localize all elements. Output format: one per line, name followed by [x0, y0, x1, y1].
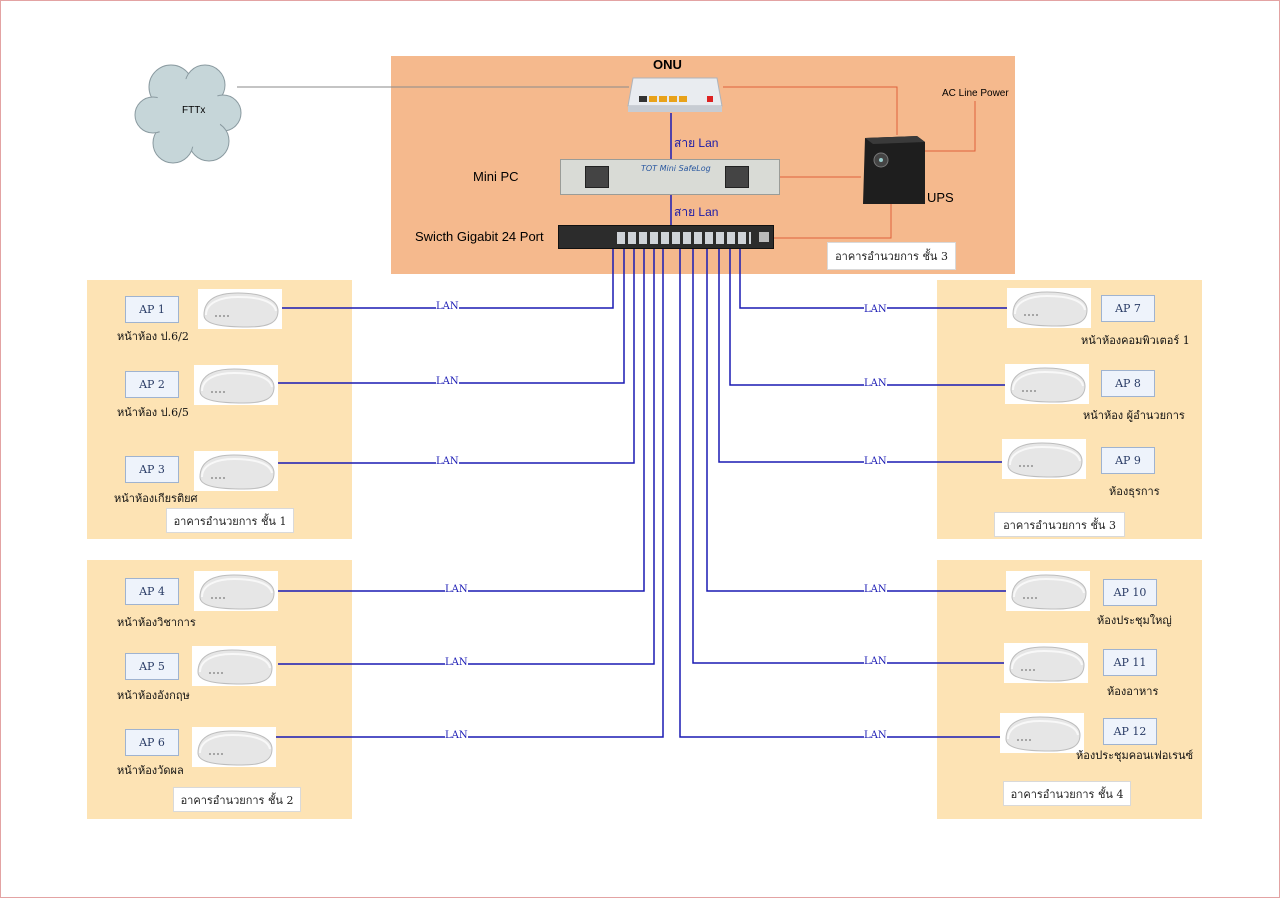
lan-cables-right — [679, 245, 1007, 738]
floor-1-caption: อาคารอำนวยการ ชั้น 1 — [166, 508, 294, 533]
mini-pc-panel-text: TOT Mini SafeLog — [641, 164, 711, 173]
onu-label: ONU — [653, 57, 682, 72]
access-point-12-room: ห้องประชุมคอนเฟอเรนซ์ — [1076, 749, 1194, 762]
access-point-8-room: หน้าห้อง ผู้อำนวยการ — [1083, 409, 1185, 422]
onu-device-icon — [627, 77, 723, 112]
access-point-2-label: AP 2 — [125, 371, 179, 398]
access-point-6-room: หน้าห้องวัดผล — [117, 764, 184, 777]
access-point-11-label: AP 11 — [1103, 649, 1157, 676]
access-point-10-icon — [1006, 571, 1090, 611]
access-point-4-icon — [194, 571, 278, 611]
ups-device-icon — [863, 136, 925, 204]
lan-label-ap9: LAN — [864, 456, 887, 467]
access-point-6-icon — [192, 727, 276, 767]
lan-label-ap4: LAN — [445, 584, 468, 595]
switch-device-icon — [558, 225, 774, 249]
lan-label-ap11: LAN — [864, 656, 887, 667]
access-point-2-icon — [194, 365, 278, 405]
access-point-4-label: AP 4 — [125, 578, 179, 605]
lan-label-ap7: LAN — [864, 304, 887, 315]
access-point-10-label: AP 10 — [1103, 579, 1157, 606]
mini-pc-label: Mini PC — [473, 169, 519, 184]
lan-label-ap2: LAN — [436, 376, 459, 387]
access-point-3-icon — [194, 451, 278, 491]
access-point-5-label: AP 5 — [125, 653, 179, 680]
access-point-1-icon — [198, 289, 282, 329]
lan-label-ap8: LAN — [864, 378, 887, 389]
server-floor-caption: อาคารอำนวยการ ชั้น 3 — [827, 242, 956, 270]
access-point-3-label: AP 3 — [125, 456, 179, 483]
access-point-7-label: AP 7 — [1101, 295, 1155, 322]
lan-label-ap6: LAN — [445, 730, 468, 741]
lan-label-ap12: LAN — [864, 730, 887, 741]
access-point-9-label: AP 9 — [1101, 447, 1155, 474]
lan-label-ap3: LAN — [436, 456, 459, 467]
mini-pc-device-icon: TOT Mini SafeLog — [560, 159, 780, 195]
access-point-5-room: หน้าห้องอังกฤษ — [117, 689, 190, 702]
power-cables — [723, 86, 976, 239]
switch-label: Swicth Gigabit 24 Port — [415, 229, 544, 244]
floor-3-caption: อาคารอำนวยการ ชั้น 3 — [994, 512, 1125, 537]
floor-2-caption: อาคารอำนวยการ ชั้น 2 — [173, 787, 301, 812]
lan-cables-left — [275, 245, 664, 738]
ac-power-label: AC Line Power — [942, 88, 1009, 99]
access-point-4-room: หน้าห้องวิชาการ — [117, 616, 196, 629]
access-point-7-icon — [1007, 288, 1091, 328]
lan-label-ap1: LAN — [436, 301, 459, 312]
fttx-label: FTTx — [182, 105, 206, 116]
access-point-5-icon — [192, 646, 276, 686]
fttx-cloud-icon — [134, 64, 242, 164]
access-point-10-room: ห้องประชุมใหญ่ — [1097, 614, 1172, 627]
access-point-6-label: AP 6 — [125, 729, 179, 756]
access-point-12-label: AP 12 — [1103, 718, 1157, 745]
access-point-9-room: ห้องธุรการ — [1109, 485, 1160, 498]
access-point-3-room: หน้าห้องเกียรติยศ — [114, 492, 198, 505]
ups-label: UPS — [927, 190, 954, 205]
access-point-8-icon — [1005, 364, 1089, 404]
lan-label-ap5: LAN — [445, 657, 468, 668]
access-point-2-room: หน้าห้อง ป.6/5 — [117, 406, 189, 419]
lan-label-ap10: LAN — [864, 584, 887, 595]
access-point-9-icon — [1002, 439, 1086, 479]
access-point-7-room: หน้าห้องคอมพิวเตอร์ 1 — [1081, 334, 1190, 347]
access-point-1-room: หน้าห้อง ป.6/2 — [117, 330, 189, 343]
lan-cable-label-1: สาย Lan — [674, 136, 719, 150]
access-point-8-label: AP 8 — [1101, 370, 1155, 397]
access-point-11-room: ห้องอาหาร — [1107, 685, 1159, 698]
floor-4-caption: อาคารอำนวยการ ชั้น 4 — [1003, 781, 1131, 806]
access-point-1-label: AP 1 — [125, 296, 179, 323]
access-point-11-icon — [1004, 643, 1088, 683]
access-point-12-icon — [1000, 713, 1084, 753]
lan-cable-label-2: สาย Lan — [674, 205, 719, 219]
